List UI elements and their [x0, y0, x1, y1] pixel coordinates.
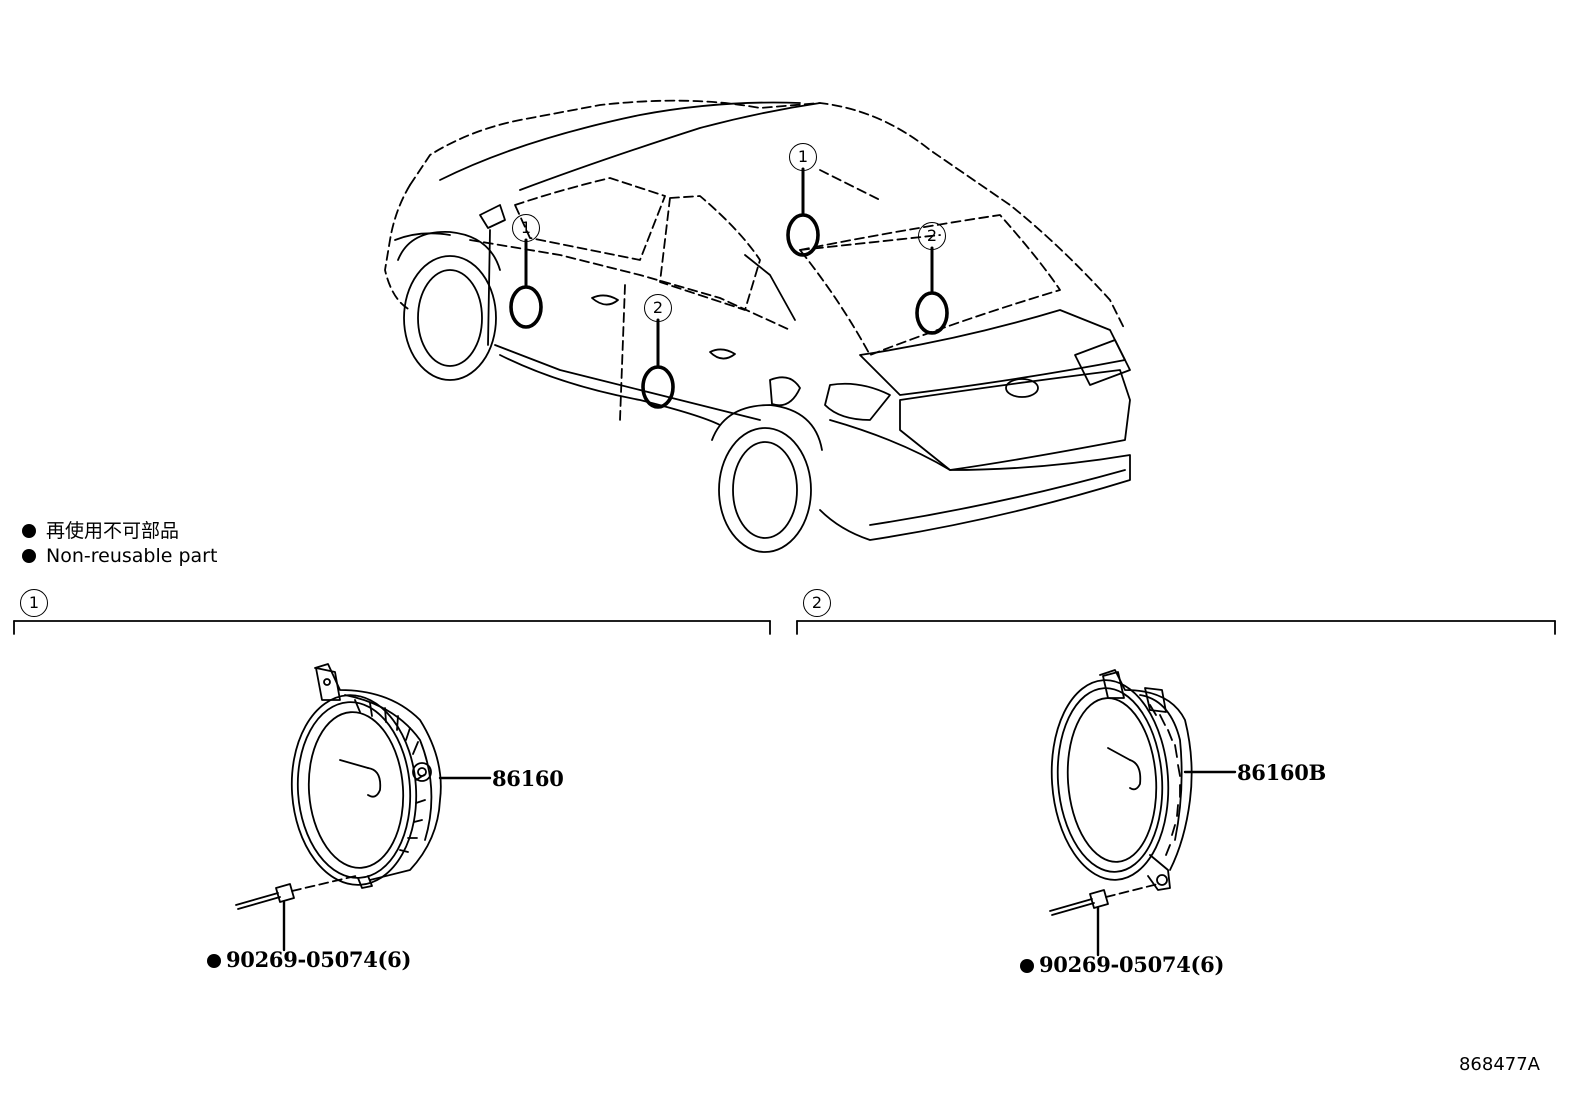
legend-jp: 再使用不可部品 [22, 520, 179, 542]
drawing-number: 868477A [1458, 1054, 1540, 1075]
callout-1-rear-left: 1 [789, 143, 817, 171]
bullet-icon [22, 549, 36, 563]
section-bracket-1 [13, 620, 771, 635]
part-number-speaker-2[interactable]: 86160B [1237, 760, 1327, 785]
part-number-rivet-2[interactable]: 90269-05074(6) [1020, 952, 1224, 977]
speaker-1-illustration [235, 663, 492, 952]
bullet-icon [22, 524, 36, 538]
legend-jp-text: 再使用不可部品 [46, 520, 180, 542]
section-number-1: 1 [20, 589, 48, 617]
section-bracket-2 [796, 620, 1556, 635]
legend-en-text: Non-reusable part [46, 545, 218, 567]
callout-2-rear-right: 2 [918, 222, 946, 250]
section-number-2: 2 [803, 589, 831, 617]
legend-en: Non-reusable part [22, 545, 217, 567]
callout-2-rear-door: 2 [644, 294, 672, 322]
car-illustration [384, 99, 1131, 553]
callout-1-front-door: 1 [512, 214, 540, 242]
part-number-speaker-1[interactable]: 86160 [492, 766, 564, 791]
speaker-2-illustration [1049, 669, 1237, 957]
rivet-2-text: 90269-05074(6) [1039, 952, 1225, 977]
part-number-rivet-1[interactable]: 90269-05074(6) [207, 947, 411, 972]
non-reusable-bullet-icon [207, 954, 221, 968]
non-reusable-bullet-icon [1020, 959, 1034, 973]
rivet-1-text: 90269-05074(6) [226, 947, 412, 972]
